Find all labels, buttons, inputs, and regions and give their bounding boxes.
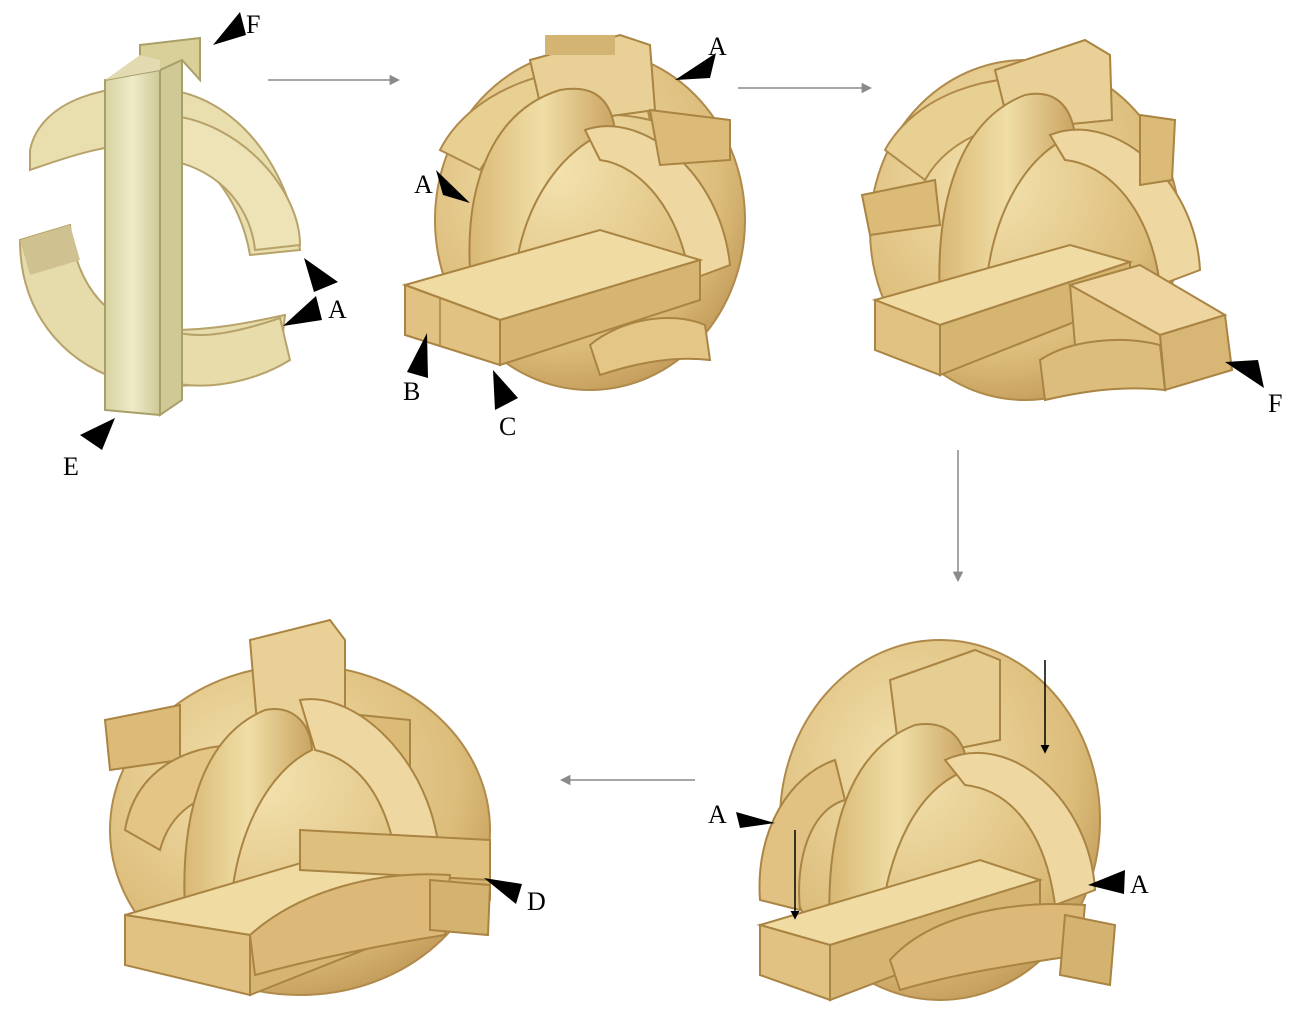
pointer-arrowhead bbox=[736, 812, 775, 828]
label-b: B bbox=[403, 377, 420, 406]
label-a: A bbox=[1130, 870, 1149, 899]
pointer-arrowhead bbox=[283, 296, 322, 326]
pointer-arrowhead bbox=[1225, 360, 1264, 388]
step-2-puzzle-image bbox=[405, 35, 745, 390]
step-3-puzzle-image bbox=[862, 40, 1232, 400]
step-1-puzzle-image bbox=[20, 38, 300, 415]
step-5-puzzle-image bbox=[105, 620, 490, 995]
pointer-arrowhead bbox=[80, 418, 115, 450]
label-a: A bbox=[414, 170, 433, 199]
step-5-labels: D bbox=[484, 878, 546, 916]
label-a: A bbox=[328, 295, 347, 324]
pointer-arrowhead bbox=[213, 12, 246, 45]
label-a: A bbox=[708, 800, 727, 829]
label-c: C bbox=[499, 412, 516, 441]
step-4-puzzle-image bbox=[760, 640, 1115, 1000]
label-d: D bbox=[527, 887, 546, 916]
pointer-arrowhead bbox=[304, 258, 338, 292]
step-3-labels: F bbox=[1225, 360, 1282, 418]
label-e: E bbox=[63, 452, 79, 481]
pointer-arrowhead bbox=[493, 370, 518, 410]
label-f: F bbox=[1268, 389, 1282, 418]
label-f: F bbox=[246, 10, 260, 39]
label-a: A bbox=[708, 32, 727, 61]
